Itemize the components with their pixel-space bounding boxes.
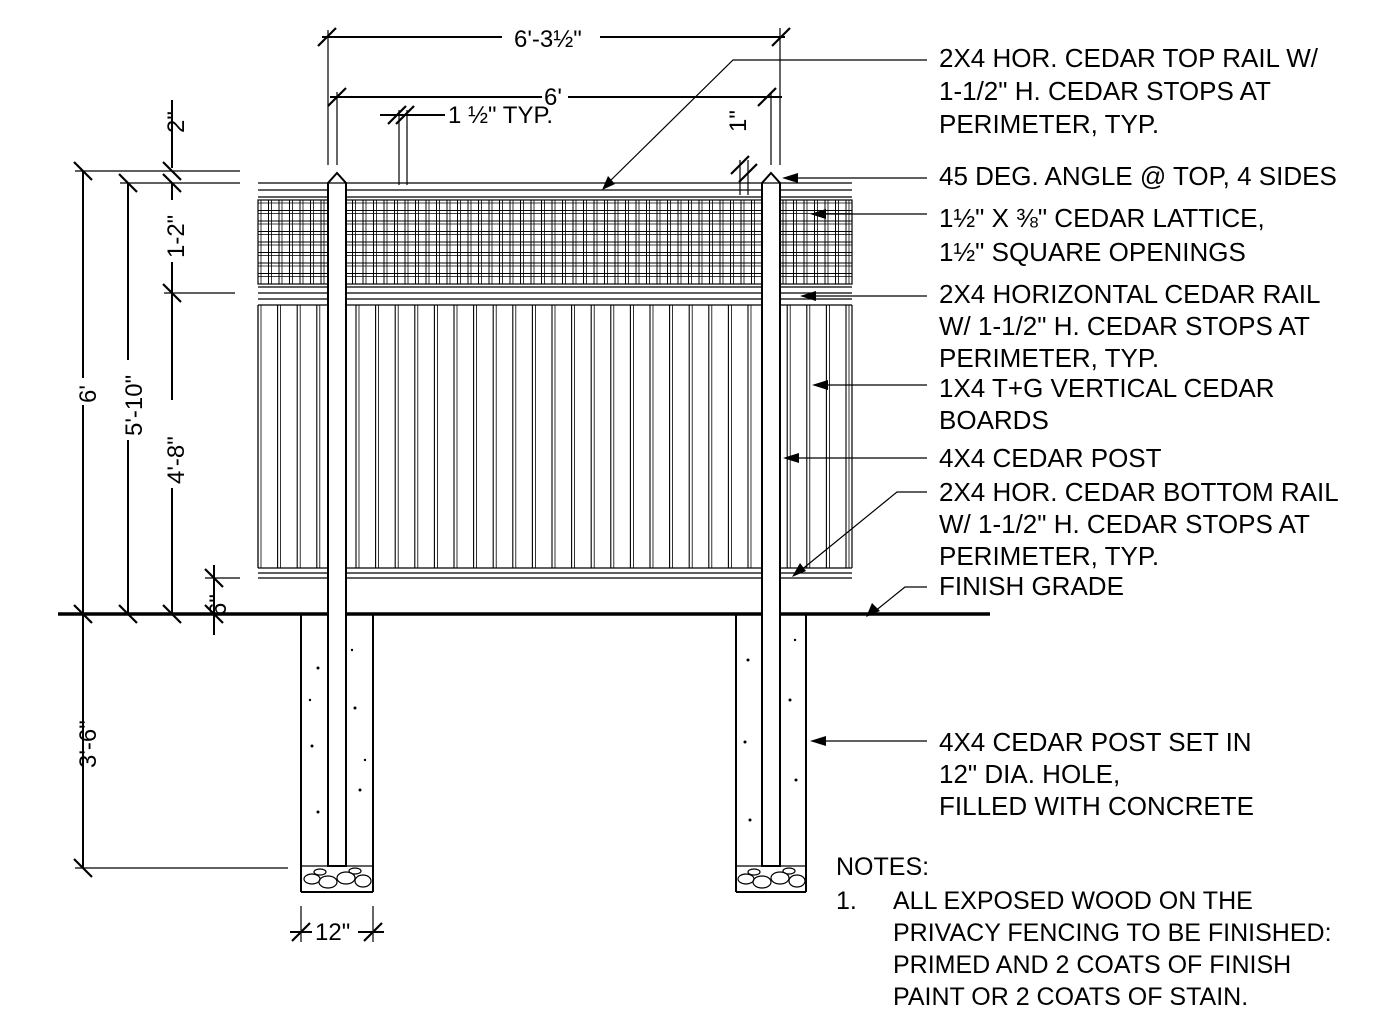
callout-line: PERIMETER, TYP. — [939, 343, 1159, 373]
bottom-gap-label: 6" — [205, 594, 232, 616]
panel-width-label: 6' — [544, 84, 562, 111]
callout-vertical-boards: 1X4 T+G VERTICAL CEDAR BOARDS — [939, 373, 1274, 435]
notes-heading: NOTES: — [836, 853, 929, 881]
dim-overall-height: 6' 3'-6" — [73, 161, 288, 878]
callout-finish-grade: FINISH GRADE — [939, 571, 1124, 601]
callout-line: W/ 1-1/2" H. CEDAR STOPS AT — [939, 311, 1310, 341]
callout-horizontal-rail: 2X4 HORIZONTAL CEDAR RAIL W/ 1-1/2" H. C… — [939, 279, 1320, 373]
callout-line: 2X4 HOR. CEDAR BOTTOM RAIL — [939, 477, 1339, 507]
lattice-height-label: 1-2" — [163, 215, 190, 258]
gravel-base — [737, 867, 806, 889]
callout-line: 1½" X ⅜" CEDAR LATTICE, — [939, 203, 1265, 233]
post-cap-label: 1" — [725, 110, 752, 132]
notes-block: NOTES: 1. ALL EXPOSED WOOD ON THE PRIVAC… — [836, 853, 1332, 1011]
height-5-10-label: 5'-10" — [121, 375, 148, 436]
callout-line: 2X4 HORIZONTAL CEDAR RAIL — [939, 279, 1320, 309]
leaders — [602, 59, 927, 746]
top-gap-label: 2" — [163, 111, 190, 133]
right-post — [761, 171, 781, 867]
callout-line: FILLED WITH CONCRETE — [939, 791, 1254, 821]
callout-angle-top: 45 DEG. ANGLE @ TOP, 4 SIDES — [939, 161, 1337, 191]
overall-width-label: 6'-3½" — [514, 26, 582, 53]
callout-top-rail: 2X4 HOR. CEDAR TOP RAIL W/ 1-1/2" H. CED… — [939, 43, 1319, 139]
dim-post-cap: 1" — [725, 110, 758, 195]
callout-line: PERIMETER, TYP. — [939, 541, 1159, 571]
middle-rail — [258, 286, 852, 306]
lattice-strip-label: 1 ½" TYP. — [448, 102, 553, 129]
callout-line: 45 DEG. ANGLE @ TOP, 4 SIDES — [939, 161, 1337, 191]
overall-height-label: 6' — [75, 385, 102, 403]
hole-dia-label: 12" — [315, 919, 350, 946]
right-footing — [735, 614, 807, 893]
callout-line: 12" DIA. HOLE, — [939, 759, 1120, 789]
callout-cedar-post: 4X4 CEDAR POST — [939, 443, 1162, 473]
concrete-speckle — [308, 648, 367, 814]
board-height-label: 4'-8" — [163, 436, 190, 484]
callout-line: 4X4 CEDAR POST — [939, 443, 1162, 473]
bottom-rail — [258, 567, 852, 579]
callout-lattice: 1½" X ⅜" CEDAR LATTICE, 1½" SQUARE OPENI… — [939, 203, 1265, 267]
callout-line: 2X4 HOR. CEDAR TOP RAIL W/ — [939, 43, 1319, 73]
note-line: PAINT OR 2 COATS OF STAIN. — [893, 983, 1248, 1011]
dim-overall-width: 6'-3½" — [317, 26, 791, 165]
note-number: 1. — [836, 887, 857, 915]
concrete-speckle — [743, 638, 798, 822]
callout-line: W/ 1-1/2" H. CEDAR STOPS AT — [939, 509, 1310, 539]
top-rail — [258, 182, 852, 198]
callout-line: FINISH GRADE — [939, 571, 1124, 601]
lattice-band — [257, 199, 853, 288]
dim-hole-dia: 12" — [290, 906, 384, 946]
post-depth-label: 3'-6" — [75, 720, 102, 768]
lattice-grid — [257, 199, 852, 288]
gravel-base — [303, 867, 372, 889]
callout-line: 1X4 T+G VERTICAL CEDAR — [939, 373, 1274, 403]
callout-line: 1-1/2" H. CEDAR STOPS AT — [939, 76, 1271, 106]
callout-line: 1½" SQUARE OPENINGS — [939, 237, 1246, 267]
dim-panel-width: 6' — [327, 84, 782, 165]
callout-post-footing: 4X4 CEDAR POST SET IN 12" DIA. HOLE, FIL… — [939, 727, 1254, 821]
callout-bottom-rail: 2X4 HOR. CEDAR BOTTOM RAIL W/ 1-1/2" H. … — [939, 477, 1339, 571]
callout-line: PERIMETER, TYP. — [939, 109, 1159, 139]
note-line: PRIVACY FENCING TO BE FINISHED: — [893, 919, 1332, 947]
left-post — [327, 171, 347, 867]
callout-line: 4X4 CEDAR POST SET IN — [939, 727, 1252, 757]
note-line: ALL EXPOSED WOOD ON THE — [893, 887, 1253, 915]
dim-bottom-gap: 6" — [204, 565, 240, 635]
note-line: PRIMED AND 2 COATS OF FINISH — [893, 951, 1291, 979]
dim-5-10: 5'-10" — [118, 173, 240, 624]
dim-stack: 2" 1-2" 4'-8" — [162, 100, 235, 624]
dim-lattice-strip: 1 ½" TYP. — [380, 102, 553, 185]
callout-line: BOARDS — [939, 405, 1049, 435]
